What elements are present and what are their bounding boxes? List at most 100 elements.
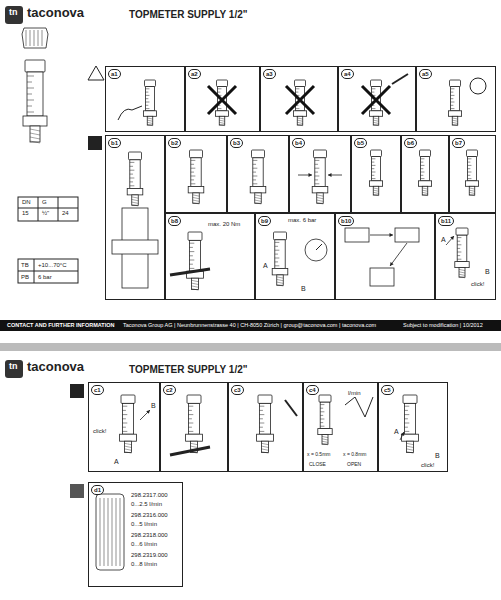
scale-tick: [404, 418, 408, 419]
scale-tick: [372, 168, 375, 169]
scale-tick: [320, 415, 323, 416]
callout-label: PB: [20, 274, 30, 281]
arrow-head: [450, 236, 454, 240]
scale-tick: [457, 241, 460, 242]
scale-tick: [188, 423, 193, 424]
meter-nut: [257, 434, 274, 441]
scale-tick: [372, 92, 375, 93]
scale-tick: [122, 410, 126, 411]
flow-meter: [120, 395, 137, 453]
scale-tick: [404, 406, 409, 407]
thread: [277, 279, 284, 280]
scale-tick: [468, 158, 472, 159]
scale-tick: [130, 178, 135, 179]
meter-stem: [407, 441, 414, 452]
scale-tick: [130, 166, 133, 167]
meter-nut: [293, 111, 306, 117]
thread: [191, 446, 198, 447]
scale-tick: [191, 172, 194, 173]
scale-tick: [451, 108, 455, 109]
scale-tick: [320, 422, 323, 423]
page-divider: [0, 343, 501, 351]
tool: [392, 74, 408, 84]
scale-tick: [468, 168, 471, 169]
flow-meter: [23, 60, 47, 143]
thread: [277, 282, 284, 283]
flow-step: [395, 228, 419, 242]
callout-label: ½": [41, 210, 50, 217]
step-panel: a1: [105, 66, 185, 132]
part-number: 0...5 l/min: [130, 521, 158, 528]
scale-tick: [189, 243, 194, 244]
step-number: c2: [163, 385, 176, 395]
thread: [193, 195, 200, 196]
thread: [219, 118, 225, 119]
step-number: d1: [91, 485, 104, 495]
scale-tick: [146, 105, 149, 106]
scale-tick: [218, 88, 222, 89]
thread: [30, 137, 40, 139]
scale-tick: [451, 95, 455, 96]
thread: [297, 122, 303, 123]
scale-tick: [315, 164, 318, 165]
scale-tick: [275, 265, 280, 266]
manifold: [112, 240, 158, 254]
thread: [147, 118, 153, 119]
thread: [297, 125, 303, 126]
step-number: b5: [354, 138, 367, 148]
thread: [30, 129, 40, 131]
step-number: b6: [404, 138, 417, 148]
flow-meter: [465, 150, 478, 196]
scale-tick: [404, 423, 409, 424]
step-number: b10: [338, 216, 354, 226]
part-number: 0...8 l/min: [130, 561, 158, 568]
meter-cap: [187, 395, 201, 403]
scale-tick: [275, 246, 278, 247]
scale-tick: [315, 179, 318, 180]
scale-tick: [451, 98, 454, 99]
thread: [30, 133, 40, 135]
scale-tick: [191, 183, 196, 184]
step-number: a3: [263, 69, 276, 79]
motion-arrow: [446, 236, 454, 245]
meter-nut: [369, 111, 382, 117]
forbidden-cross: [286, 86, 314, 114]
thread: [192, 283, 199, 284]
callout-label: 6 bar: [37, 274, 53, 281]
rib: [108, 498, 109, 566]
meter-stem: [262, 441, 269, 452]
scale-tick: [457, 252, 461, 253]
scale-tick: [451, 88, 455, 89]
meter-cap: [190, 150, 203, 158]
callout-label: B: [150, 402, 157, 410]
scale-tick: [275, 258, 280, 259]
meter-cap: [188, 232, 202, 240]
meter-stem: [277, 275, 284, 285]
thread: [407, 452, 414, 453]
scale-tick: [259, 414, 264, 415]
meter-stem: [255, 193, 262, 203]
screwdriver: [285, 400, 297, 416]
logo-text: tn: [8, 362, 19, 372]
meter-nut: [448, 111, 461, 117]
scale-tick: [320, 426, 324, 427]
thread: [469, 192, 475, 193]
thread: [407, 449, 414, 450]
scale-tick: [188, 418, 192, 419]
gauge-needle: [316, 244, 322, 250]
thread: [192, 289, 199, 290]
meter-stem: [322, 435, 328, 445]
scale-tick: [253, 183, 258, 184]
meter-body: [421, 157, 430, 181]
step-number: a2: [188, 69, 201, 79]
callout-label: OPEN: [346, 462, 362, 468]
spec-table: [18, 197, 78, 221]
meter-stem: [125, 441, 132, 452]
thread: [373, 192, 379, 193]
thread: [317, 203, 324, 204]
scale-tick: [457, 237, 461, 238]
thread: [373, 118, 379, 119]
scale-tick: [372, 165, 376, 166]
meter-nut: [127, 188, 143, 195]
